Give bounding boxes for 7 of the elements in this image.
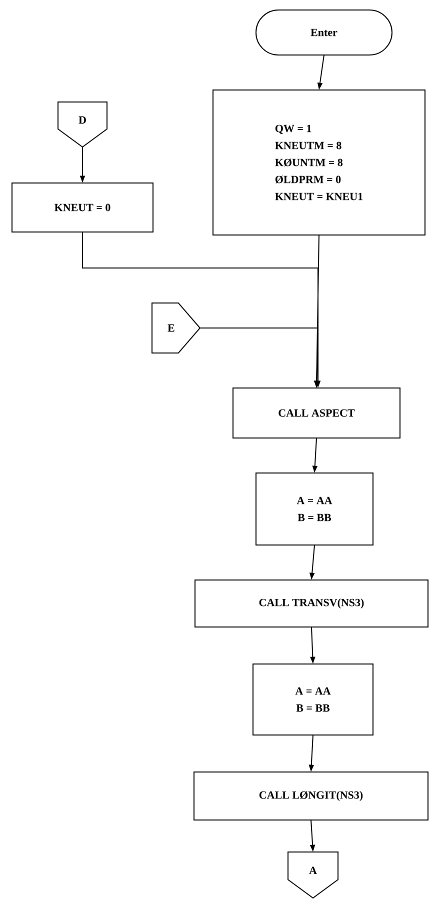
process-box: CALL ASPECT xyxy=(232,388,400,438)
process-box: KNEUT = 0 xyxy=(12,182,154,232)
process-box: A = AA B = BB xyxy=(256,472,374,546)
process-box: A = AA B = BB xyxy=(252,664,374,736)
process-box: QW = 1 KNEUTM = 8 KØUNTM = 8 ØLDPRM = 0 KNEUT = KNEU1 xyxy=(212,90,426,236)
process-box: CALL TRANSV(NS3) xyxy=(194,580,428,628)
process-box: CALL LØNGIT(NS3) xyxy=(194,772,428,820)
